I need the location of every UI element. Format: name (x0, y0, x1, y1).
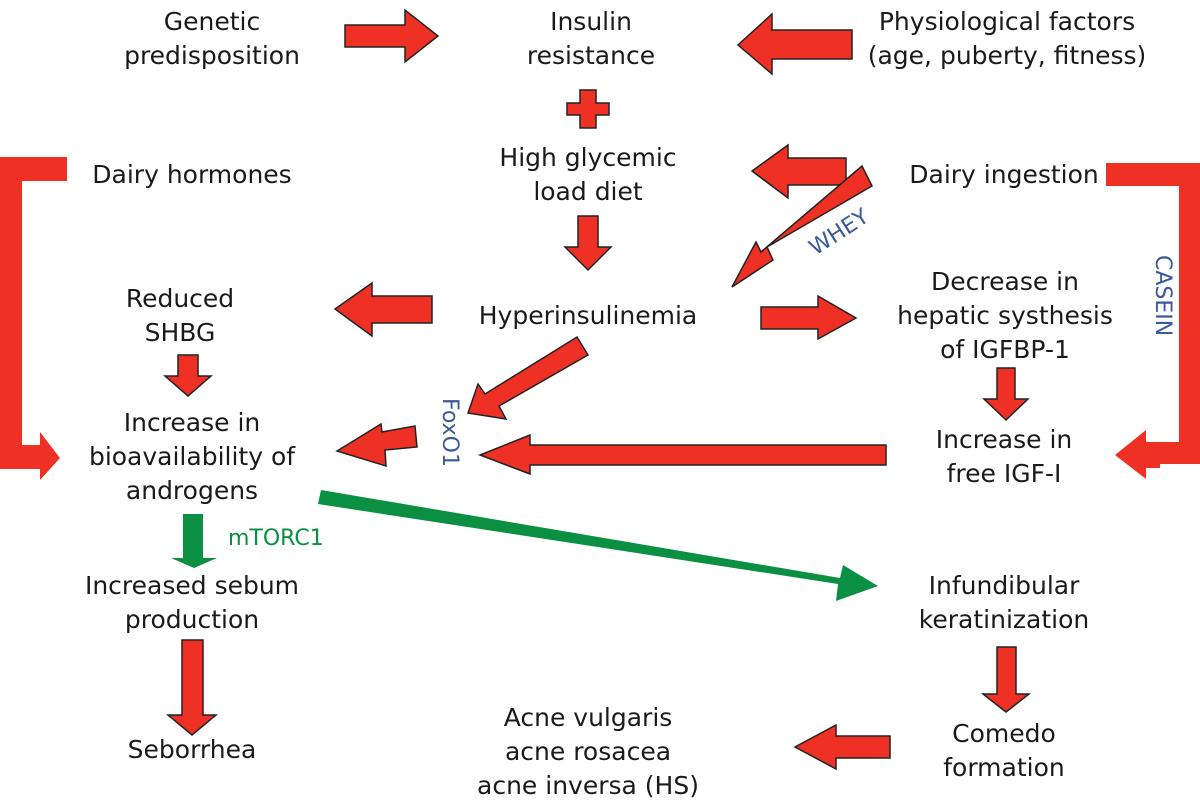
arrow-sebum-to-seborrhea (165, 639, 219, 736)
node-high-glycemic-load-diet: High glycemic load diet (499, 143, 677, 206)
node-infundibular-keratinization: Infundibular keratinization (918, 571, 1090, 634)
node-free-igf: Increase in free IGF-I (935, 425, 1073, 488)
label-casein: CASEIN (1150, 255, 1175, 337)
node-acne-types: Acne vulgaris acne rosacea acne inversa … (477, 703, 699, 800)
arrow-dairy-to-glycemic (750, 143, 847, 200)
node-genetic-predisposition: Genetic predisposition (124, 7, 300, 70)
node-insulin-resistance: Insulin resistance (526, 7, 656, 70)
arrow-hyper-to-hepatic (760, 294, 858, 341)
arrow-bioavailability-to-infundibular (318, 490, 878, 601)
arrow-genetic-to-insulin (344, 8, 440, 64)
arrow-glycemic-to-hyperinsulinemia (563, 215, 613, 272)
node-comedo-formation: Comedo formation (943, 719, 1065, 782)
arrow-comedo-to-acne (793, 723, 891, 771)
arrow-bioavailability-to-sebum (171, 514, 217, 568)
node-dairy-hormones: Dairy hormones (92, 160, 292, 189)
node-dairy-ingestion: Dairy ingestion (909, 160, 1099, 189)
arrow-hyper-to-shbg (333, 281, 433, 338)
node-seborrhea: Seborrhea (127, 735, 257, 764)
node-hyperinsulinemia: Hyperinsulinemia (478, 301, 698, 330)
node-physiological-factors: Physiological factors (age, puberty, fit… (867, 7, 1147, 70)
node-increased-sebum: Increased sebum production (84, 571, 300, 634)
bracket-dairy-hormones (0, 157, 67, 480)
arrow-whey (731, 164, 873, 288)
arrow-shbg-to-bioavailability (162, 354, 214, 397)
node-hepatic-synthesis: Decrease in hepatic systhesis of IGFBP-1 (897, 267, 1113, 364)
label-mtorc1: mTORC1 (228, 526, 324, 551)
arrow-hepatic-to-igf (982, 367, 1030, 422)
plus-icon (566, 89, 610, 129)
bracket-casein (1106, 163, 1200, 479)
arrow-igf-to-foxo1 (477, 433, 887, 476)
node-bioavailability-androgens: Increase in bioavailability of androgens (88, 408, 296, 505)
arrow-physiological-to-insulin (736, 12, 853, 76)
arrow-foxo1-to-bioavailability (335, 422, 418, 468)
label-foxo1: FoxO1 (437, 398, 462, 467)
node-reduced-shbg: Reduced SHBG (125, 284, 235, 347)
arrow-hyper-to-foxo1 (466, 335, 590, 420)
arrow-infundibular-to-comedo (980, 646, 1032, 713)
